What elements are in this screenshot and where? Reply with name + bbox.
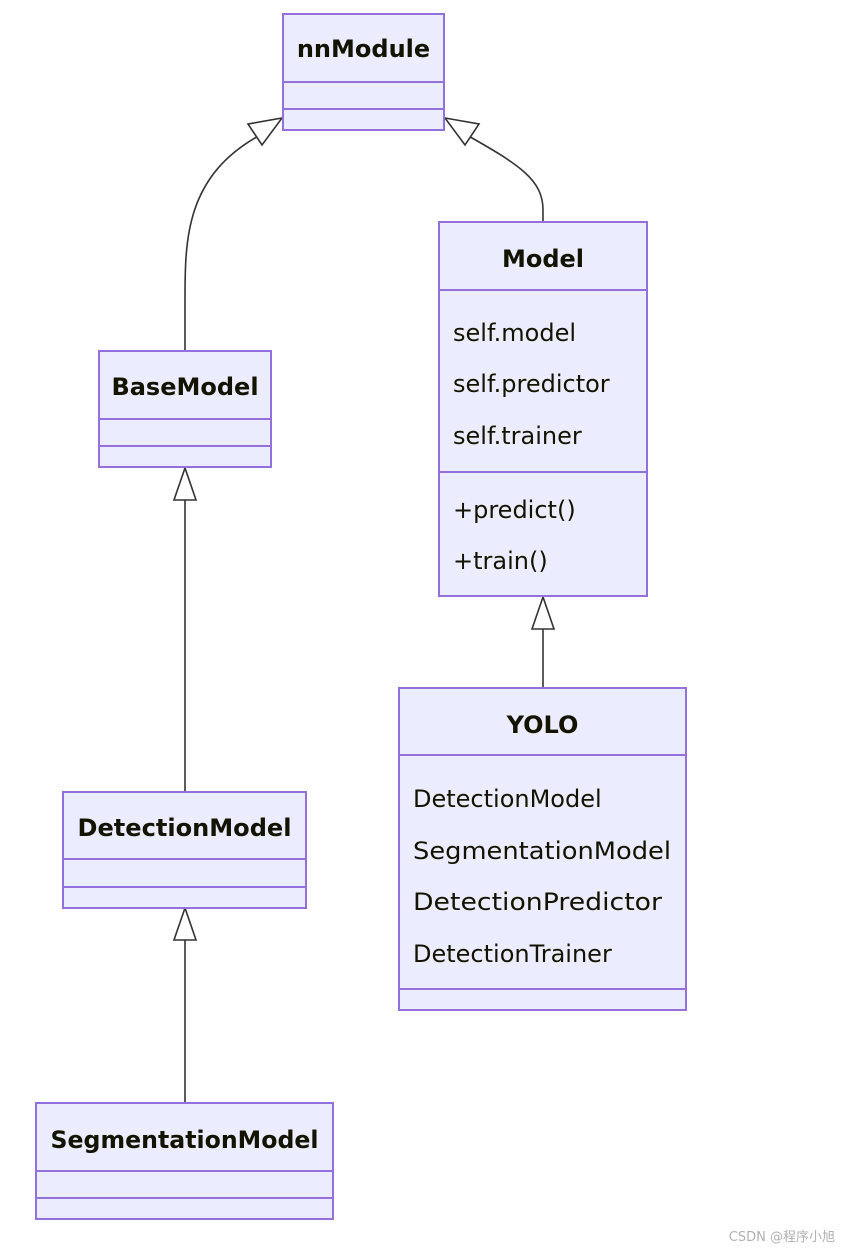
- inheritance-arrow-nnmodule-left: [246, 116, 284, 147]
- class-box: [98, 350, 272, 468]
- class-title: BaseModel: [111, 373, 258, 401]
- class-attribute: DetectionModel: [413, 785, 602, 813]
- inheritance-arrow-detectionmodel: [172, 905, 198, 941]
- inheritance-arrow-basemodel: [172, 465, 198, 501]
- class-method: +train(): [453, 547, 548, 575]
- class-title: DetectionModel: [78, 814, 292, 842]
- class-box: [438, 221, 648, 597]
- class-attribute: DetectionPredictor: [413, 888, 662, 916]
- class-basemodel[interactable]: BaseModel: [98, 350, 272, 468]
- class-attribute: DetectionTrainer: [413, 940, 612, 968]
- class-box: [35, 1102, 334, 1220]
- class-detectionmodel[interactable]: DetectionModel: [62, 791, 307, 909]
- edges: [172, 116, 556, 1103]
- edge-basemodel-to-nnmodule: [184, 133, 263, 351]
- class-box: [282, 13, 445, 131]
- class-model[interactable]: Model self.model self.predictor self.tra…: [438, 221, 648, 597]
- inheritance-arrow-model: [530, 594, 556, 630]
- class-segmentationmodel[interactable]: SegmentationModel: [35, 1102, 334, 1220]
- class-nnmodule[interactable]: nnModule: [282, 13, 445, 131]
- class-method: +predict(): [453, 496, 576, 524]
- edge-model-to-nnmodule: [464, 133, 544, 222]
- class-box: [62, 791, 307, 909]
- class-title: Model: [502, 245, 584, 273]
- class-attribute: self.model: [453, 319, 576, 347]
- class-yolo[interactable]: YOLO DetectionModel SegmentationModel De…: [398, 687, 687, 1011]
- watermark-text: CSDN @程序小旭: [728, 1230, 835, 1245]
- class-box: [398, 687, 687, 1011]
- class-attribute: self.predictor: [453, 370, 610, 398]
- class-attribute: self.trainer: [453, 422, 582, 450]
- inheritance-arrow-nnmodule-right: [443, 116, 481, 147]
- class-title: nnModule: [297, 35, 430, 63]
- class-title: YOLO: [506, 711, 579, 739]
- class-attribute: SegmentationModel: [413, 837, 671, 865]
- class-title: SegmentationModel: [51, 1126, 319, 1154]
